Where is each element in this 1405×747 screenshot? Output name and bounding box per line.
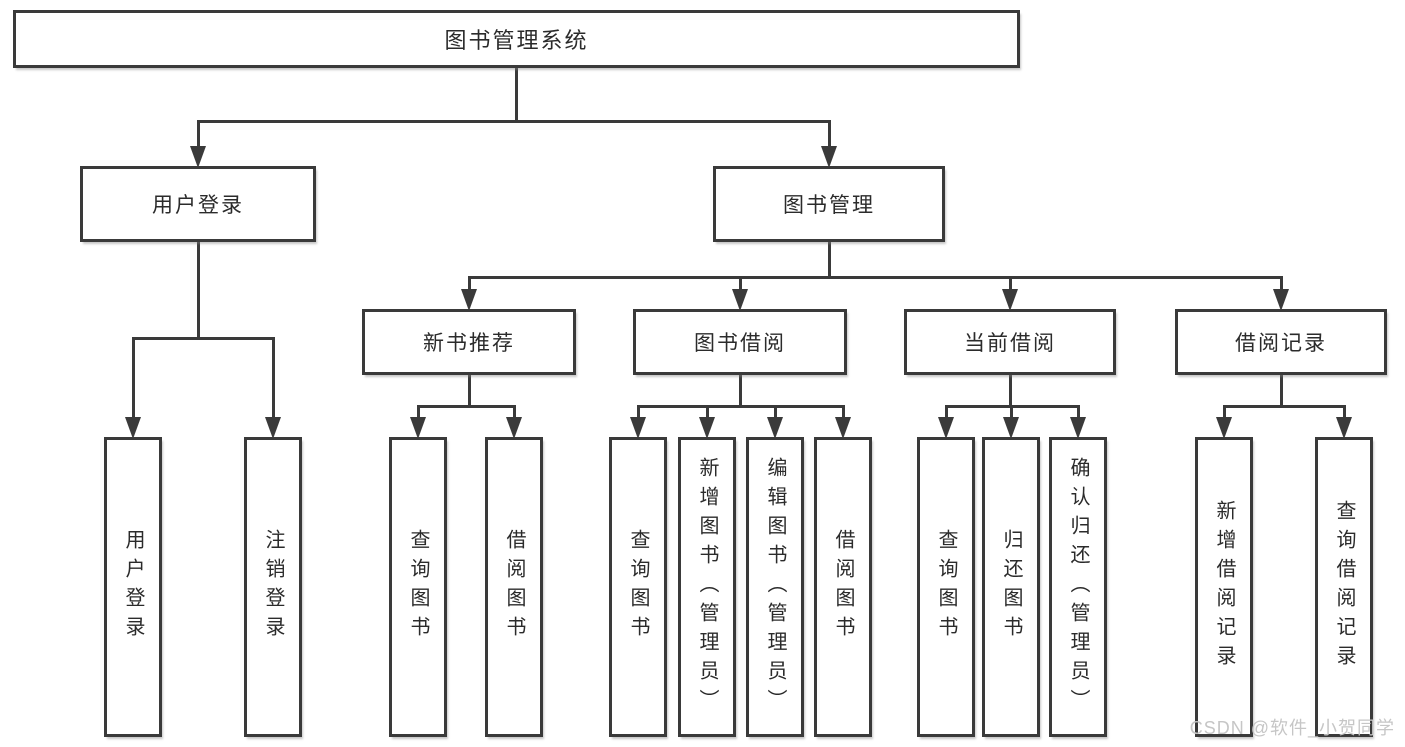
arrowhead-icon-current-borrow [1002,289,1018,311]
connector-rail-book-mgmt [467,276,1283,279]
connector-stub-user-login [196,242,200,340]
node-label-cb-return: 归还图书 [1000,529,1022,645]
node-user-login: 用户登录 [80,166,316,242]
node-label-br-add: 新增借阅记录 [1213,500,1235,674]
connector-drop-new-book [467,276,471,293]
connector-drop-bb-borrow [841,405,845,421]
node-nb-borrow: 借阅图书 [485,437,543,737]
connector-drop-ul-logout [271,337,275,421]
node-br-add: 新增借阅记录 [1195,437,1253,737]
connector-drop-bb-query [636,405,640,421]
arrowhead-icon-bb-borrow [835,417,851,439]
connector-drop-bb-edit [773,405,777,421]
node-label-cb-confirm: 确认归还（管理员） [1067,456,1089,718]
watermark: CSDN @软件_小贺同学 [1189,718,1395,738]
connector-stub-book-borrow [738,375,742,408]
connector-drop-nb-query [416,405,420,421]
connector-stub-current-borrow [1008,375,1012,408]
connector-drop-book-borrow [738,276,742,293]
node-label-br-query: 查询借阅记录 [1333,500,1355,674]
arrowhead-icon-br-add [1216,417,1232,439]
arrowhead-icon-bb-query [630,417,646,439]
connector-rail-root [196,120,831,123]
node-new-book: 新书推荐 [362,309,576,375]
node-br-query: 查询借阅记录 [1315,437,1373,737]
connector-drop-bb-add [705,405,709,421]
connector-drop-cb-query [944,405,948,421]
node-label-root: 图书管理系统 [444,28,589,53]
connector-drop-br-add [1222,405,1226,421]
node-label-nb-borrow: 借阅图书 [503,529,525,645]
node-label-borrow-record: 借阅记录 [1235,332,1327,355]
arrowhead-icon-bb-edit [767,417,783,439]
node-label-new-book: 新书推荐 [423,332,515,355]
connector-stub-new-book [467,375,471,408]
arrowhead-icon-borrow-record [1273,289,1289,311]
arrowhead-icon-new-book [461,289,477,311]
node-root: 图书管理系统 [13,10,1020,68]
node-label-bb-query: 查询图书 [627,529,649,645]
connector-drop-nb-borrow [512,405,516,421]
node-cb-return: 归还图书 [982,437,1040,737]
arrowhead-icon-cb-confirm [1070,417,1086,439]
node-cb-query: 查询图书 [917,437,975,737]
connector-rail-book-borrow [636,405,845,408]
node-label-cb-query: 查询图书 [935,529,957,645]
node-label-user-login: 用户登录 [152,194,244,217]
node-nb-query: 查询图书 [389,437,447,737]
node-cb-confirm: 确认归还（管理员） [1049,437,1107,737]
node-book-mgmt: 图书管理 [713,166,945,242]
arrowhead-icon-nb-borrow [506,417,522,439]
node-label-book-mgmt: 图书管理 [783,194,875,217]
connector-rail-new-book [416,405,516,408]
node-ul-logout: 注销登录 [244,437,302,737]
node-current-borrow: 当前借阅 [904,309,1116,375]
node-label-current-borrow: 当前借阅 [964,332,1056,355]
arrowhead-icon-cb-return [1003,417,1019,439]
node-label-book-borrow: 图书借阅 [694,332,786,355]
arrowhead-icon-nb-query [410,417,426,439]
connector-drop-cb-confirm [1076,405,1080,421]
node-label-ul-login: 用户登录 [122,529,144,645]
node-bb-edit: 编辑图书（管理员） [746,437,804,737]
arrowhead-icon-book-borrow [732,289,748,311]
node-label-bb-add: 新增图书（管理员） [696,456,718,718]
connector-stub-book-mgmt [827,242,831,279]
connector-rail-borrow-record [1222,405,1346,408]
arrowhead-icon-br-query [1336,417,1352,439]
connector-drop-cb-return [1009,405,1013,421]
node-bb-add: 新增图书（管理员） [678,437,736,737]
node-label-nb-query: 查询图书 [407,529,429,645]
connector-drop-user-login [196,120,200,150]
node-label-ul-logout: 注销登录 [262,529,284,645]
node-borrow-record: 借阅记录 [1175,309,1387,375]
connector-drop-br-query [1342,405,1346,421]
node-bb-query: 查询图书 [609,437,667,737]
connector-stub-root [515,68,518,123]
arrowhead-icon-ul-login [125,417,141,439]
arrowhead-icon-cb-query [938,417,954,439]
connector-drop-borrow-record [1279,276,1283,293]
node-label-bb-borrow: 借阅图书 [832,529,854,645]
connector-stub-borrow-record [1279,375,1283,408]
connector-drop-ul-login [131,337,135,421]
node-book-borrow: 图书借阅 [633,309,847,375]
arrowhead-icon-user-login [190,146,206,168]
node-bb-borrow: 借阅图书 [814,437,872,737]
node-ul-login: 用户登录 [104,437,162,737]
node-label-bb-edit: 编辑图书（管理员） [764,456,786,718]
connector-drop-current-borrow [1008,276,1012,293]
arrowhead-icon-ul-logout [265,417,281,439]
connector-rail-user-login [131,337,275,340]
arrowhead-icon-book-mgmt [821,146,837,168]
connector-drop-book-mgmt [827,120,831,150]
arrowhead-icon-bb-add [699,417,715,439]
